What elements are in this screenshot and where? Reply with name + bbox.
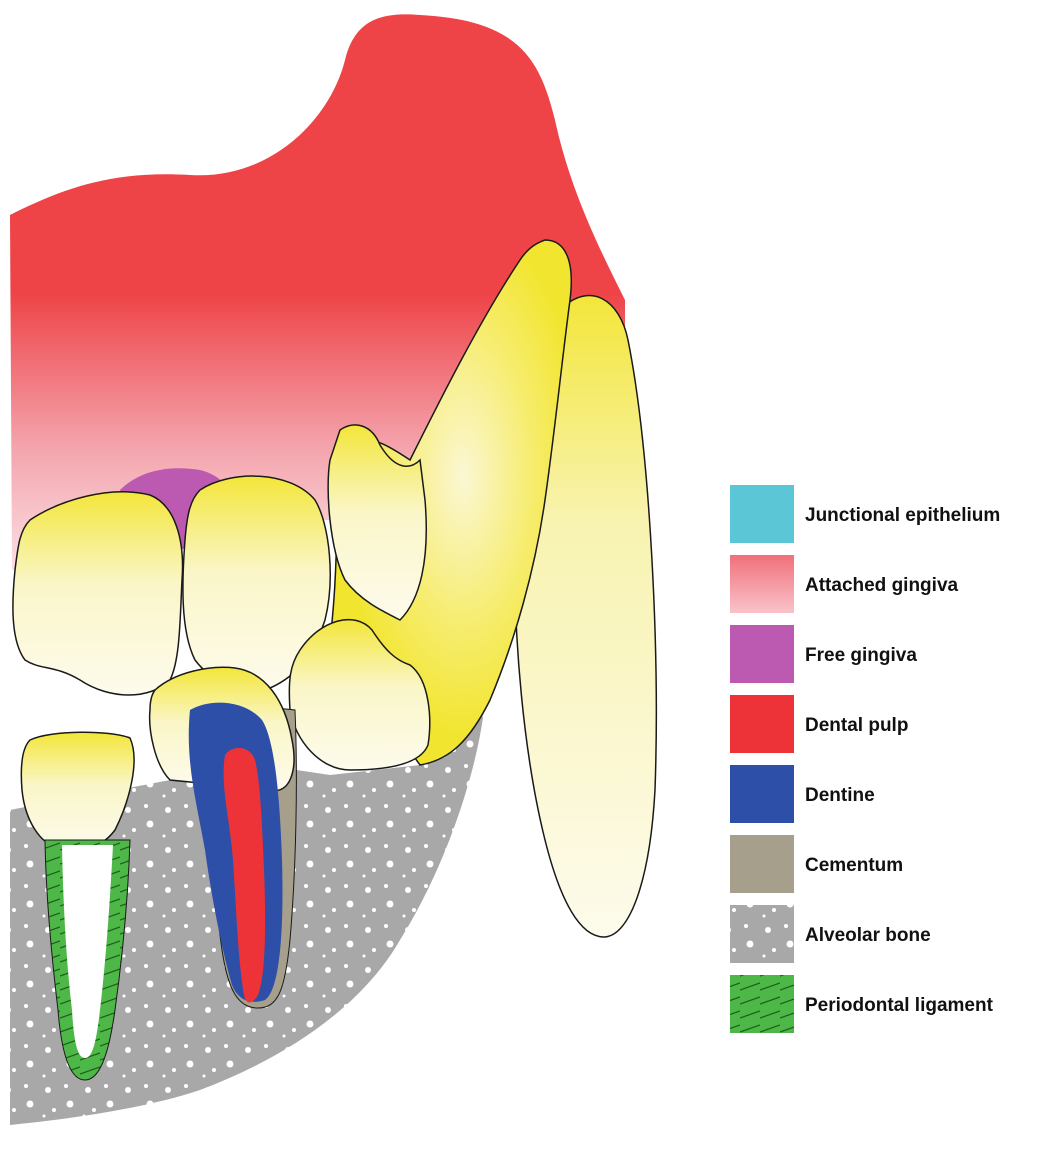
legend-label: Cementum [805, 855, 903, 876]
legend-swatch-periodontal-ligament [730, 975, 794, 1033]
legend-item: Free gingiva [730, 625, 917, 683]
legend-swatch-dental-pulp [730, 695, 794, 753]
legend-label: Junctional epithelium [805, 505, 1000, 526]
legend-item: Attached gingiva [730, 555, 959, 613]
legend-item: Cementum [730, 835, 903, 893]
legend-item: Periodontal ligament [730, 975, 994, 1033]
legend-swatch-attached-gingiva [730, 555, 794, 613]
legend-item: Junctional epithelium [730, 485, 1000, 543]
legend-label: Periodontal ligament [805, 995, 994, 1016]
legend-swatch-free-gingiva [730, 625, 794, 683]
upper-left-tooth [13, 492, 183, 695]
legend-item: Dental pulp [730, 695, 908, 753]
legend-swatch-dentine [730, 765, 794, 823]
legend-swatch-cementum [730, 835, 794, 893]
legend-label: Free gingiva [805, 645, 917, 666]
legend-label: Alveolar bone [805, 925, 931, 946]
legend-swatch-junctional-epithelium [730, 485, 794, 543]
legend-swatch-alveolar-bone [730, 905, 794, 963]
legend-label: Dental pulp [805, 715, 908, 736]
legend-item: Alveolar bone [730, 905, 931, 963]
legend-label: Dentine [805, 785, 875, 806]
legend-item: Dentine [730, 765, 875, 823]
legend-label: Attached gingiva [805, 575, 959, 596]
